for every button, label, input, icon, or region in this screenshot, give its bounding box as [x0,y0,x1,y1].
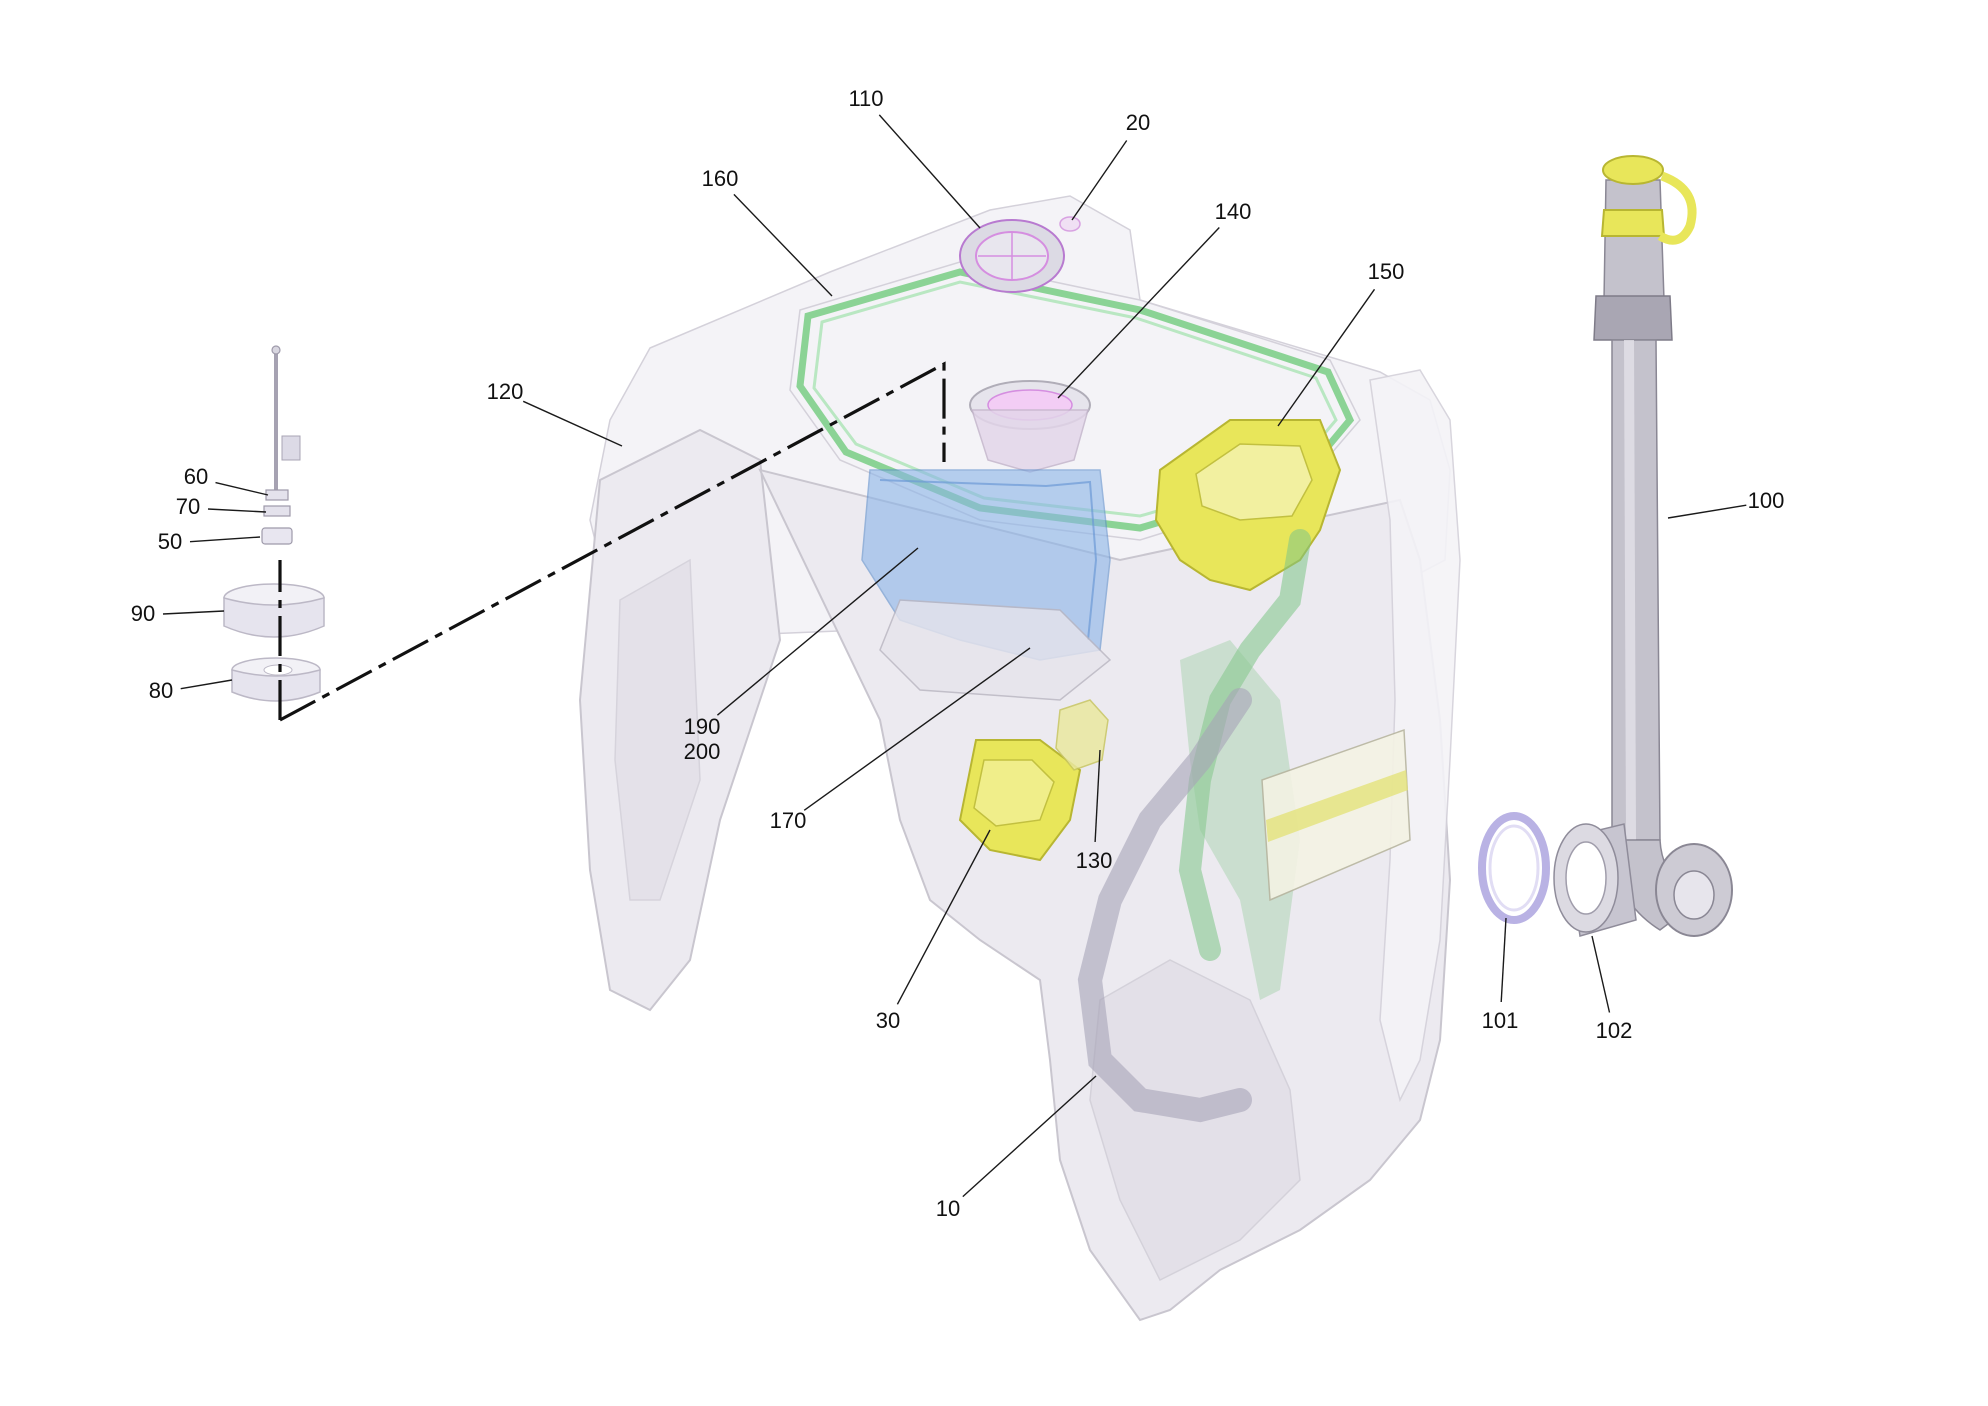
callout-label-20: 20 [1126,110,1150,135]
float-rod-flag [281,435,301,461]
leader-line-150 [1277,288,1376,427]
pipe-cap-yellow [1602,155,1664,185]
callout-label-70: 70 [176,494,200,519]
pipe-fittings [1478,812,1637,937]
leader-line-110 [878,114,981,229]
yellow-clip-30-face [973,759,1055,827]
leader-line-70 [207,508,267,513]
part-50 [261,527,293,545]
leader-line-140 [1057,227,1220,399]
assembly-path-line [278,361,946,722]
callout-label-100: 100 [1748,488,1785,513]
leader-line-10 [962,1075,1097,1198]
yellow-clip-130 [1055,699,1109,771]
callout-label-160: 160 [702,166,739,191]
float-80-body [231,669,321,702]
leader-line-90 [162,610,225,615]
brand-label-stripe [1266,770,1408,842]
callout-label-30: 30 [876,1008,900,1033]
tank-right-panel [1369,369,1461,1103]
float-rod-tip [271,345,281,355]
callout-label-140: 140 [1215,199,1252,224]
leader-line-102 [1591,935,1611,1013]
tank-left-panel-inner [614,558,701,901]
leader-line-101 [1500,917,1507,1003]
leader-line-130 [1094,749,1101,843]
callout-label-10: 10 [936,1196,960,1221]
callout-label-80: 80 [149,678,173,703]
leader-line-100 [1667,504,1747,519]
pipe-100-main [1611,339,1661,841]
sealing-ring-101 [1478,812,1550,924]
leader-line-80 [180,679,233,690]
callout-label-60: 60 [184,464,208,489]
lid-170 [879,599,1112,701]
callout-label-102: 102 [1596,1018,1633,1043]
pipe-100-collar [1593,295,1673,341]
union-nut-102-bore [1565,841,1607,915]
pipe-cap-yellow-band [1600,209,1666,237]
float-90-body [223,597,325,638]
callout-label-120: 120 [487,379,524,404]
leader-line-60 [215,481,269,496]
yellow-holder-150-slot [1195,443,1313,521]
float-80-hole [263,664,293,676]
callout-label-170: 170 [770,808,807,833]
tank-assembly [578,195,1461,1322]
leader-line-30 [896,829,991,1005]
blue-container-190-edge [879,479,1098,641]
pipe-cap-yellow-loop [1657,171,1697,245]
leader-line-170 [803,647,1031,811]
callout-label-50: 50 [158,529,182,554]
grey-hose [1077,688,1252,1123]
pipe-100-highlight [1624,340,1636,840]
sealing-ring-101-inner [1488,824,1540,912]
suction-pipe-assembly [1593,155,1733,937]
float-valve-stack [223,345,325,702]
vent-20 [1059,216,1081,232]
green-hose [1178,529,1311,961]
callout-label-200: 200 [684,739,721,764]
part-60 [265,489,289,501]
callout-label-130: 130 [1076,848,1113,873]
leader-line-50 [189,536,261,543]
leader-line-120 [522,400,623,447]
filter-body-140 [970,409,1089,473]
pipe-100-foot-inner [1673,870,1715,920]
leader-line-160 [733,193,833,297]
callout-label-101: 101 [1482,1008,1519,1033]
callout-label-150: 150 [1368,259,1405,284]
leader-line-20 [1071,140,1128,221]
callout-label-190: 190 [684,714,721,739]
part-70 [263,505,291,517]
callout-label-110: 110 [848,86,883,111]
leader-line-190 [716,547,919,716]
callout-label-90: 90 [131,601,155,626]
